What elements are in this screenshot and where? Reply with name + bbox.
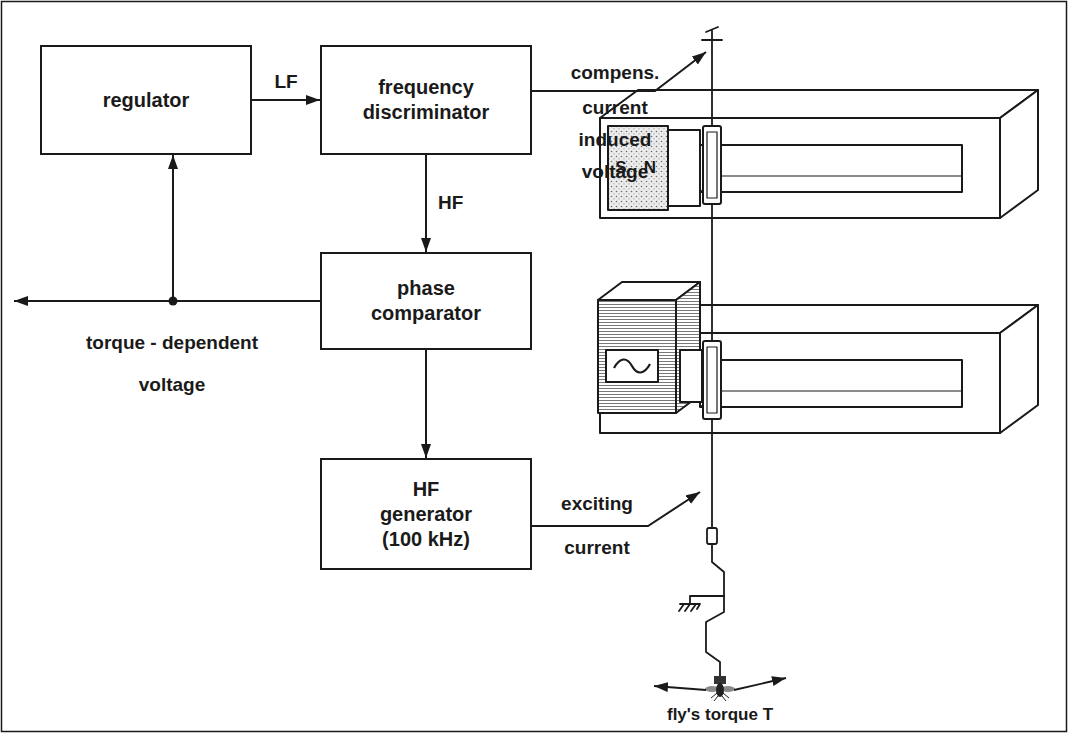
label-slot: HF (438, 192, 463, 215)
suspension-wire (711, 204, 713, 341)
signal-label: induced voltage (565, 124, 665, 188)
pole-label: N (640, 158, 660, 178)
ac-coil-front (598, 300, 676, 413)
connector-group (173, 100, 426, 458)
label-slot: induced voltage (565, 124, 665, 188)
signal-arrow (425, 155, 427, 252)
signal-label: compens. current (565, 55, 665, 125)
ground-lead (690, 596, 724, 604)
torque-arrow (734, 678, 786, 690)
process-box: HF generator (100 kHz) (320, 458, 532, 570)
box-label: HF generator (100 kHz) (370, 477, 482, 552)
signal-name: HF (438, 192, 463, 215)
yoke-side (1000, 305, 1038, 433)
fly (705, 676, 735, 701)
yoke-inner-edge (700, 176, 962, 192)
wire-clip (707, 528, 717, 544)
label-slot: LF (274, 71, 297, 94)
coil-frame (703, 341, 721, 419)
compensation-wire (532, 52, 706, 91)
coil-frame-inner (707, 347, 717, 413)
label-slot: S (611, 158, 631, 178)
ac-coil-plate (606, 350, 658, 382)
wires (14, 52, 786, 690)
box-label: frequency discriminator (351, 75, 501, 125)
signal-arrow (252, 99, 320, 101)
process-box: frequency discriminator (320, 45, 532, 155)
suspension-wire (711, 419, 713, 528)
ground-symbol (679, 604, 700, 611)
label-slot: exciting current (552, 482, 642, 570)
process-box: regulator (40, 45, 252, 155)
output-label: torque - dependent voltage (62, 322, 282, 406)
box-label: regulator (103, 88, 190, 113)
coil-frame (703, 126, 721, 204)
box-label: phase comparator (361, 276, 491, 326)
signal-arrow (425, 350, 427, 458)
yoke-front (600, 118, 1000, 218)
coil-frame-inner (707, 132, 717, 198)
signal-name: LF (274, 71, 297, 94)
yoke-side (1000, 90, 1038, 218)
upper-magnet (600, 90, 1038, 218)
label-slot: compens. current (565, 55, 665, 125)
pole-piece (668, 130, 700, 206)
pole-label: S (611, 158, 631, 178)
ac-symbol (614, 359, 650, 372)
yoke-inner-edge (700, 391, 962, 407)
fly-holder-rod (706, 544, 724, 676)
label-slot: torque - dependent voltage (62, 322, 282, 406)
fly-holder (714, 676, 726, 684)
suspension-top (702, 27, 722, 126)
permanent-magnet (608, 126, 668, 210)
process-box: phase comparator (320, 252, 532, 350)
torque-label: fly's torque T (620, 704, 820, 726)
output-wire (14, 300, 173, 302)
signal-label: exciting current (552, 482, 642, 570)
exciting-wire (532, 492, 700, 526)
fly-legs (711, 693, 729, 701)
signal-arrow (173, 155, 320, 301)
label-slot: N (640, 158, 660, 178)
pole-piece (680, 350, 702, 402)
lower-magnet (598, 282, 1038, 433)
suspension (679, 27, 724, 676)
label-slot: fly's torque T (620, 704, 820, 726)
torque-arrow (654, 686, 706, 690)
yoke-top (600, 90, 1038, 118)
fly-body (716, 683, 724, 697)
